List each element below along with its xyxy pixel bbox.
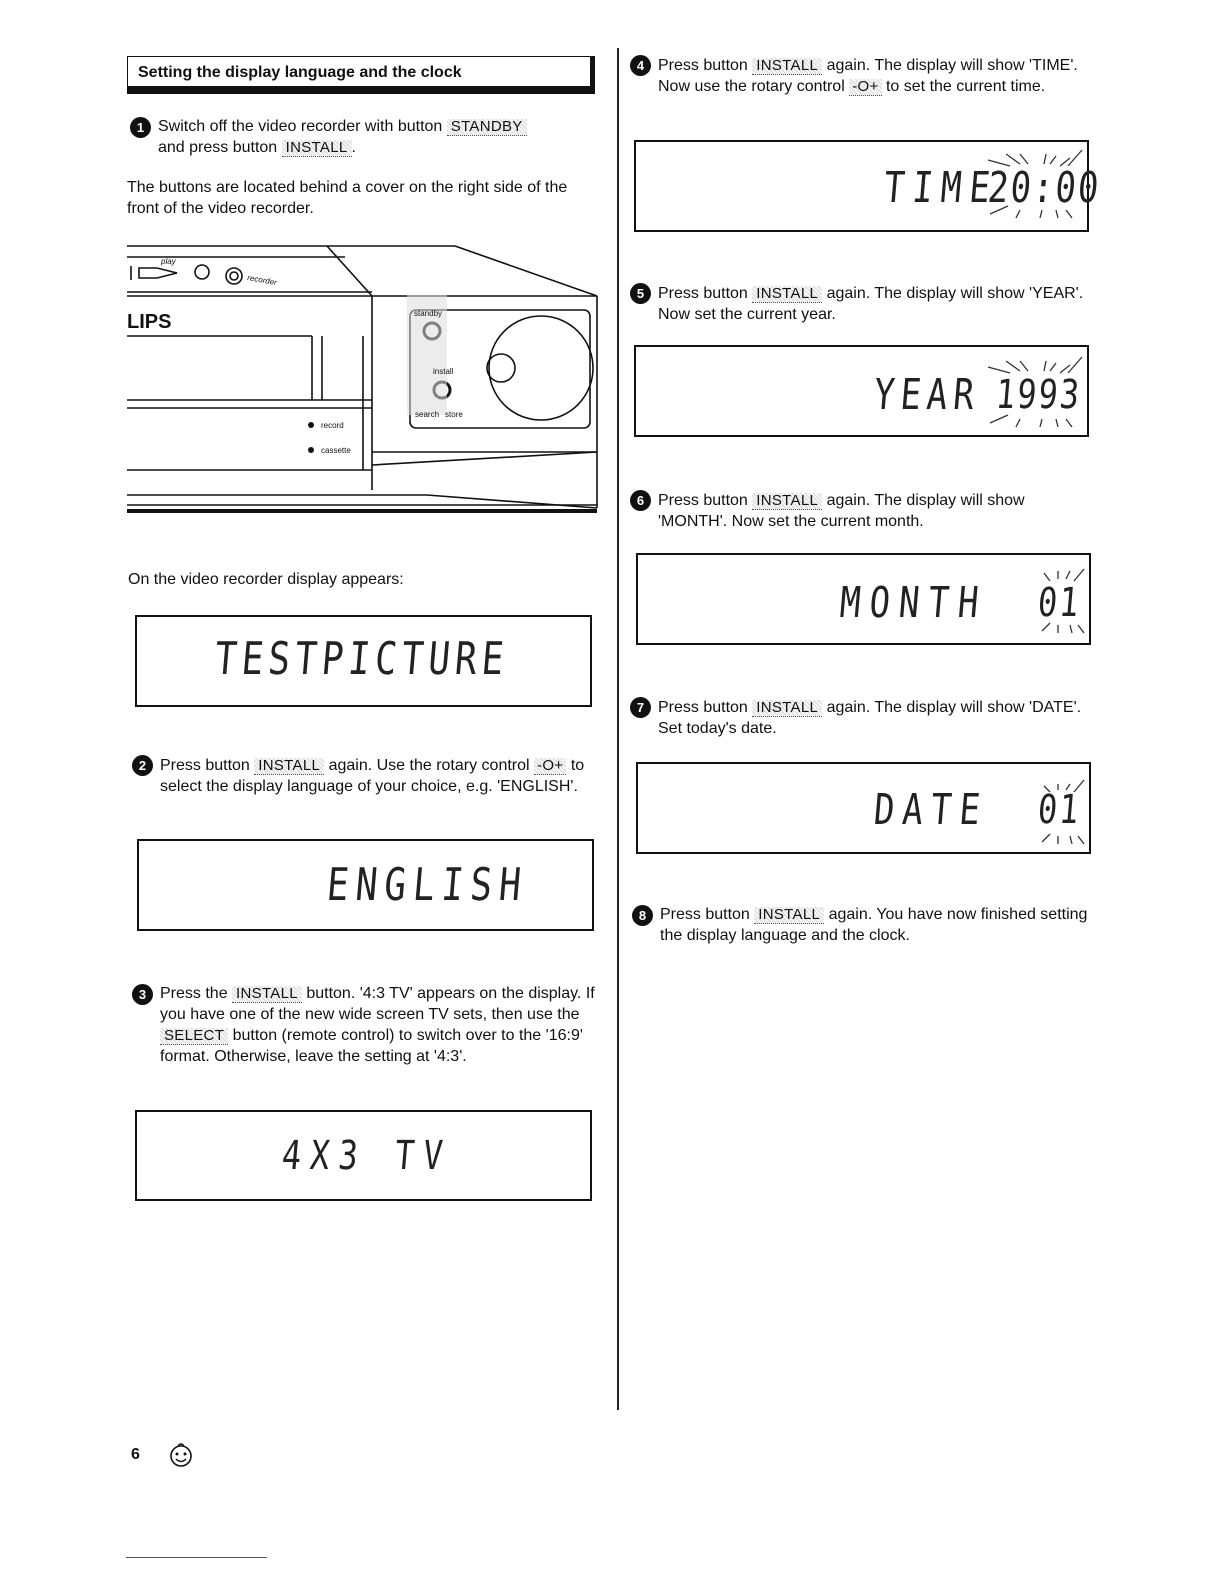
lcd-testpicture-text: TESTPICTURE	[212, 633, 511, 686]
footer-rule	[126, 1557, 267, 1558]
blink-rays-icon	[987, 356, 1083, 428]
svg-text:cassette: cassette	[321, 446, 351, 455]
svg-text:standby: standby	[414, 309, 442, 318]
install-key: INSTALL	[752, 286, 823, 303]
page-number: 6	[131, 1446, 140, 1463]
lcd-month: MONTH 01	[636, 553, 1091, 645]
step-1-text: Switch off the video recorder with butto…	[158, 116, 608, 158]
lcd-year-label: YEAR	[871, 370, 982, 420]
section-title: Setting the display language and the clo…	[138, 64, 462, 81]
step-7-text: Press button INSTALL again. The display …	[658, 699, 1082, 737]
step-4-number: 4	[630, 55, 651, 76]
section-header: Setting the display language and the clo…	[127, 56, 595, 90]
svg-text:install: install	[433, 367, 454, 376]
standby-key: STANDBY	[446, 119, 527, 136]
step-8-text: Press button INSTALL again. You have now…	[660, 906, 1088, 944]
step-1-number: 1	[130, 117, 151, 138]
select-key: SELECT	[160, 1028, 229, 1045]
rotary-control-icon: -O+	[849, 79, 882, 96]
lcd-date: DATE 01	[636, 762, 1091, 854]
lcd-testpicture: TESTPICTURE	[135, 615, 592, 707]
install-key: INSTALL	[254, 758, 325, 775]
column-divider	[617, 48, 619, 1410]
step-5-number: 5	[630, 283, 651, 304]
step-3-number: 3	[132, 984, 153, 1005]
rotary-control-icon: -O+	[534, 758, 567, 775]
step-1-note: The buttons are located behind a cover o…	[127, 179, 568, 217]
step-6-number: 6	[630, 490, 651, 511]
install-key: INSTALL	[752, 700, 823, 717]
lcd-date-label: DATE	[871, 785, 990, 835]
blink-rays-icon	[987, 149, 1083, 219]
step-2-text: Press button INSTALL again. Use the rota…	[160, 757, 585, 795]
step-2-number: 2	[132, 755, 153, 776]
lcd-time: TIME 20:00	[634, 140, 1102, 232]
lcd-english: ENGLISH	[137, 839, 594, 931]
install-key: INSTALL	[232, 986, 302, 1003]
install-key: INSTALL	[752, 58, 823, 75]
step-8-number: 8	[632, 905, 653, 926]
vcr-illustration: LIPS play recorder standby install searc…	[127, 245, 598, 513]
lcd-english-text: ENGLISH	[324, 859, 530, 912]
step-3-text: Press the INSTALL button. '4:3 TV' appea…	[160, 985, 595, 1065]
blink-rays-icon	[1041, 779, 1085, 845]
svg-text:search: search	[415, 410, 439, 419]
lcd-4x3-tv-text: 4X3 TV	[280, 1131, 454, 1179]
smiley-icon	[170, 1443, 192, 1467]
install-key: INSTALL	[754, 907, 825, 924]
svg-text:play: play	[160, 257, 177, 266]
header-rule	[127, 90, 595, 94]
lcd-4x3-tv: 4X3 TV	[135, 1110, 592, 1201]
install-key: INSTALL	[281, 140, 352, 157]
svg-text:record: record	[321, 421, 344, 430]
svg-text:recorder: recorder	[247, 273, 278, 287]
blink-rays-icon	[1041, 568, 1085, 634]
step-6-text: Press button INSTALL again. The display …	[658, 492, 1025, 530]
svg-text:store: store	[445, 410, 463, 419]
lcd-time-label: TIME	[881, 163, 1000, 213]
lcd-month-label: MONTH	[837, 578, 990, 628]
step-5-text: Press button INSTALL again. The display …	[658, 285, 1084, 323]
lcd-year: YEAR 1993	[634, 345, 1089, 437]
step-7-number: 7	[630, 697, 651, 718]
svg-text:LIPS: LIPS	[127, 311, 171, 333]
install-key: INSTALL	[752, 493, 823, 510]
step-4-text: Press button INSTALL again. The display …	[658, 57, 1078, 96]
display-appears-text: On the video recorder display appears:	[128, 571, 404, 588]
